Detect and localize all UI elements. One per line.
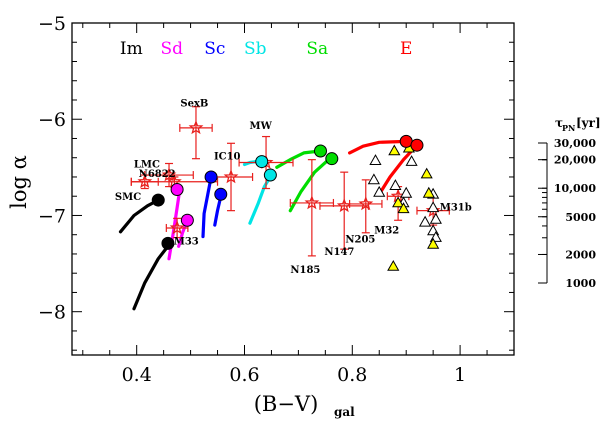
galaxy-label: LMC [134, 159, 160, 170]
model-track-line [288, 156, 333, 213]
galaxy-star-marker [137, 174, 153, 189]
model-endpoint-circle [170, 182, 184, 196]
type-label: Sc [204, 39, 225, 59]
tau-axis-title-subscript: PN [562, 123, 575, 133]
tau-axis-title: τ [555, 116, 563, 130]
galaxy-label: N147 [324, 247, 354, 258]
yellow-triangle-marker [388, 144, 401, 156]
open-triangle-marker [389, 179, 402, 190]
model-track-line [132, 239, 174, 311]
tau-tick-label: 1000 [565, 277, 596, 290]
model-track-line [201, 175, 213, 239]
model-track-line [118, 198, 160, 234]
y-tick-label: −6 [38, 109, 66, 131]
axis-ticks: 0.4 0.6 0.8 1 −5 −6 −7 −8 [38, 13, 515, 386]
open-triangle-marker [400, 186, 413, 198]
x-tick-label: 0.6 [229, 364, 259, 386]
x-axis-title-subscript: gal [334, 405, 355, 419]
model-endpoint-circle [161, 236, 175, 250]
galaxy-label: M32 [374, 226, 399, 237]
galaxy-label: M31b [440, 203, 472, 214]
yellow-triangle-marker [387, 259, 400, 271]
type-label: Sd [160, 39, 183, 59]
plot-border [71, 22, 515, 356]
plot-frame [71, 22, 515, 356]
type-label: Sb [244, 39, 267, 59]
model-endpoint-markers [151, 134, 424, 250]
galaxy-star-marker [304, 195, 320, 210]
yellow-triangle-marker [420, 167, 433, 179]
model-endpoint-circle [263, 168, 277, 182]
y-tick-label: −8 [38, 302, 66, 324]
x-tick-label: 0.8 [337, 364, 367, 386]
model-endpoint-circle [255, 155, 269, 169]
yellow-triangle-marker [422, 186, 435, 198]
open-triangle-marker [369, 154, 382, 165]
galaxy-label: N6822 [139, 169, 176, 180]
open-triangle-marker [405, 155, 418, 166]
x-tick-label: 1 [454, 364, 466, 386]
model-endpoint-circle [204, 170, 218, 184]
galaxy-star-marker [223, 169, 239, 184]
galaxy-label: IC10 [214, 152, 241, 163]
galaxy-star-marker [336, 197, 352, 213]
galaxy-star-marker [169, 220, 185, 235]
open-triangle-marker [367, 173, 380, 185]
model-endpoint-circle [151, 193, 165, 207]
model-track-line [348, 139, 408, 155]
yellow-triangle-marker [392, 196, 405, 208]
model-endpoint-circle [325, 152, 339, 166]
galaxy-label: MW [250, 121, 273, 132]
type-label: Sa [306, 39, 328, 59]
galaxy-label: N205 [345, 234, 375, 245]
open-triangle-marker [429, 212, 442, 224]
morphological-type-labels: Im Sd Sc Sb Sa E [120, 39, 413, 59]
yellow-triangle-marker [427, 237, 440, 249]
x-tick-label: 0.4 [122, 364, 152, 386]
tau-tick-label: 20,000 [554, 154, 596, 167]
tau-tick-label: 2000 [565, 248, 596, 261]
tau-pn-axis: 30,000 20,000 10,000 5000 2000 1000 τPN[yr] [538, 116, 601, 290]
type-label: E [400, 39, 412, 59]
galaxy-label: M33 [174, 236, 199, 247]
galaxy-label: SMC [115, 192, 141, 203]
model-endpoint-circle [180, 213, 194, 227]
model-track-line [275, 149, 322, 169]
open-triangle-marker [427, 201, 440, 213]
open-triangle-marker [418, 215, 432, 227]
model-endpoint-circle [399, 134, 413, 148]
tau-tick-label: 10,000 [554, 182, 596, 195]
model-endpoint-circle [313, 144, 327, 158]
model-endpoint-circle [410, 138, 424, 152]
galaxy-label: SexB [180, 99, 208, 110]
model-track-line [248, 173, 273, 225]
model-endpoint-circle [214, 187, 228, 201]
yellow-triangle-marker [397, 202, 410, 214]
galaxy-star-marker [161, 167, 177, 182]
y-tick-label: −7 [38, 205, 66, 227]
y-axis-title: log α [7, 155, 31, 209]
triangle-markers [367, 141, 442, 271]
tau-axis-title-unit: [yr] [576, 116, 601, 130]
y-tick-label: −5 [38, 13, 66, 35]
galaxy-star-marker [358, 196, 374, 211]
galaxy-label: N185 [290, 265, 320, 276]
type-label: Im [120, 39, 143, 59]
galaxy-star-marker [425, 202, 441, 217]
tau-tick-label: 30,000 [554, 137, 596, 150]
open-triangle-marker [373, 185, 386, 197]
galaxy-star-marker [188, 120, 204, 135]
tau-tick-label: 5000 [565, 211, 596, 224]
x-axis-title: (B−V) [254, 392, 319, 416]
